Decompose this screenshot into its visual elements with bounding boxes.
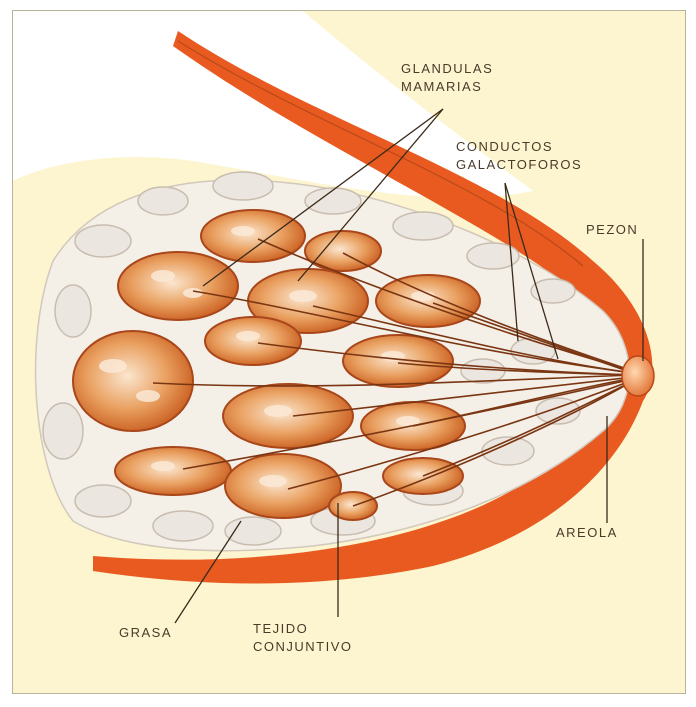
label-pezon: PEZON [586, 222, 638, 237]
label-grasa: GRASA [119, 625, 172, 640]
lobule [118, 252, 238, 320]
label-tejido-line2: CONJUNTIVO [253, 639, 353, 654]
lobule [73, 331, 193, 431]
label-glandulas-line2: MAMARIAS [401, 79, 482, 94]
label-conductos-line1: CONDUCTOS [456, 139, 553, 154]
lobule [225, 454, 341, 518]
lobule [205, 317, 301, 365]
lobule [115, 447, 231, 495]
label-areola: AREOLA [556, 525, 618, 540]
nipple [622, 356, 654, 396]
lobule [376, 275, 480, 327]
lobule [305, 231, 381, 271]
lobule [223, 384, 353, 448]
lobule [343, 335, 453, 387]
lobule [201, 210, 305, 262]
diagram-frame: GLANDULAS MAMARIAS CONDUCTOS GALACTOFORO… [12, 10, 686, 694]
label-conductos-line2: GALACTOFOROS [456, 157, 582, 172]
breast-anatomy-diagram: GLANDULAS MAMARIAS CONDUCTOS GALACTOFORO… [13, 11, 685, 693]
label-glandulas-line1: GLANDULAS [401, 61, 493, 76]
label-tejido-line1: TEJIDO [253, 621, 308, 636]
